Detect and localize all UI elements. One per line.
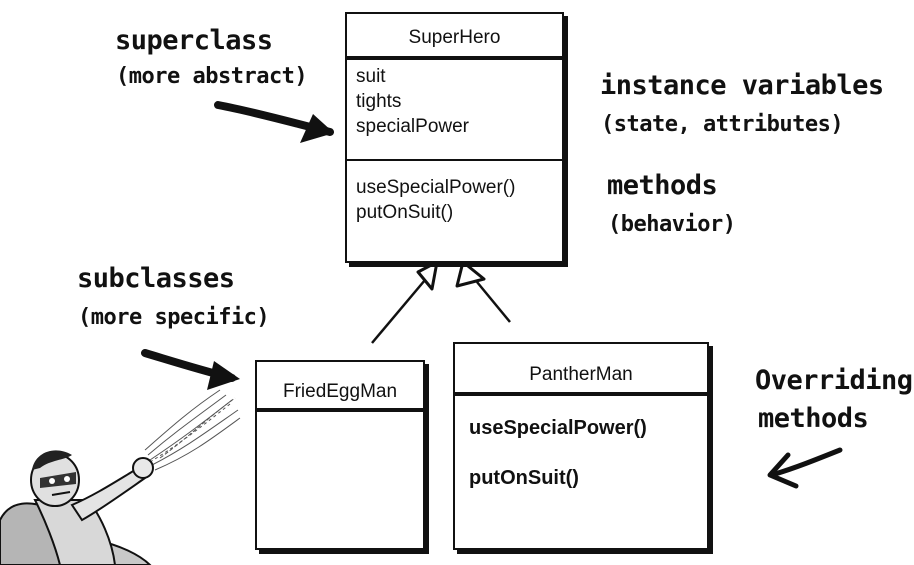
variable-special-power: specialPower [356, 116, 469, 137]
annotation-methods-sub: (behavior) [608, 212, 736, 237]
superhero-variables: suit tights specialPower [347, 60, 562, 159]
pantherman-class-box: PantherMan useSpecialPower() putOnSuit() [453, 342, 709, 550]
superhero-methods: useSpecialPower() putOnSuit() [347, 161, 562, 225]
annotation-overriding: Overriding [755, 365, 913, 396]
subclasses-arrowhead [207, 361, 240, 390]
annotation-superclass: superclass [115, 25, 273, 56]
method-put-on-suit: putOnSuit() [356, 202, 454, 223]
inheritance-arrowhead-left [416, 260, 439, 291]
friedeggman-class-name: FriedEggMan [282, 381, 398, 402]
inheritance-arrowhead-right [455, 260, 486, 288]
superhero-class-box: SuperHero suit tights specialPower useSp… [345, 12, 564, 263]
inheritance-line-pantherman [476, 281, 511, 323]
superhero-name-divider [347, 56, 562, 60]
pantherman-divider [455, 392, 707, 396]
pantherman-method-put-on-suit: putOnSuit() [469, 467, 579, 489]
annotation-instance-variables: instance variables [600, 70, 884, 101]
superhero-methods-divider [347, 159, 562, 161]
annotation-superclass-sub: (more abstract) [116, 64, 308, 89]
inheritance-line-friedeggman [371, 279, 426, 344]
annotation-instance-variables-sub: (state, attributes) [601, 112, 844, 137]
annotation-subclasses-sub: (more specific) [78, 305, 270, 330]
pantherman-method-use-special-power: useSpecialPower() [469, 417, 647, 439]
method-use-special-power: useSpecialPower() [356, 177, 516, 198]
friedeggman-class-box: FriedEggMan [255, 360, 425, 550]
overriding-pointer-arrow [772, 447, 843, 477]
variable-tights: tights [356, 91, 402, 112]
annotation-overriding-methods: methods [758, 403, 869, 434]
annotation-methods: methods [607, 170, 718, 201]
superclass-arrowhead [300, 114, 334, 143]
variable-suit: suit [356, 66, 386, 87]
pantherman-class-name: PantherMan [529, 364, 633, 385]
overriding-arrowhead [767, 452, 799, 489]
friedeggman-divider [257, 408, 423, 412]
superhero-class-name: SuperHero [408, 27, 501, 48]
annotation-subclasses: subclasses [77, 263, 235, 294]
